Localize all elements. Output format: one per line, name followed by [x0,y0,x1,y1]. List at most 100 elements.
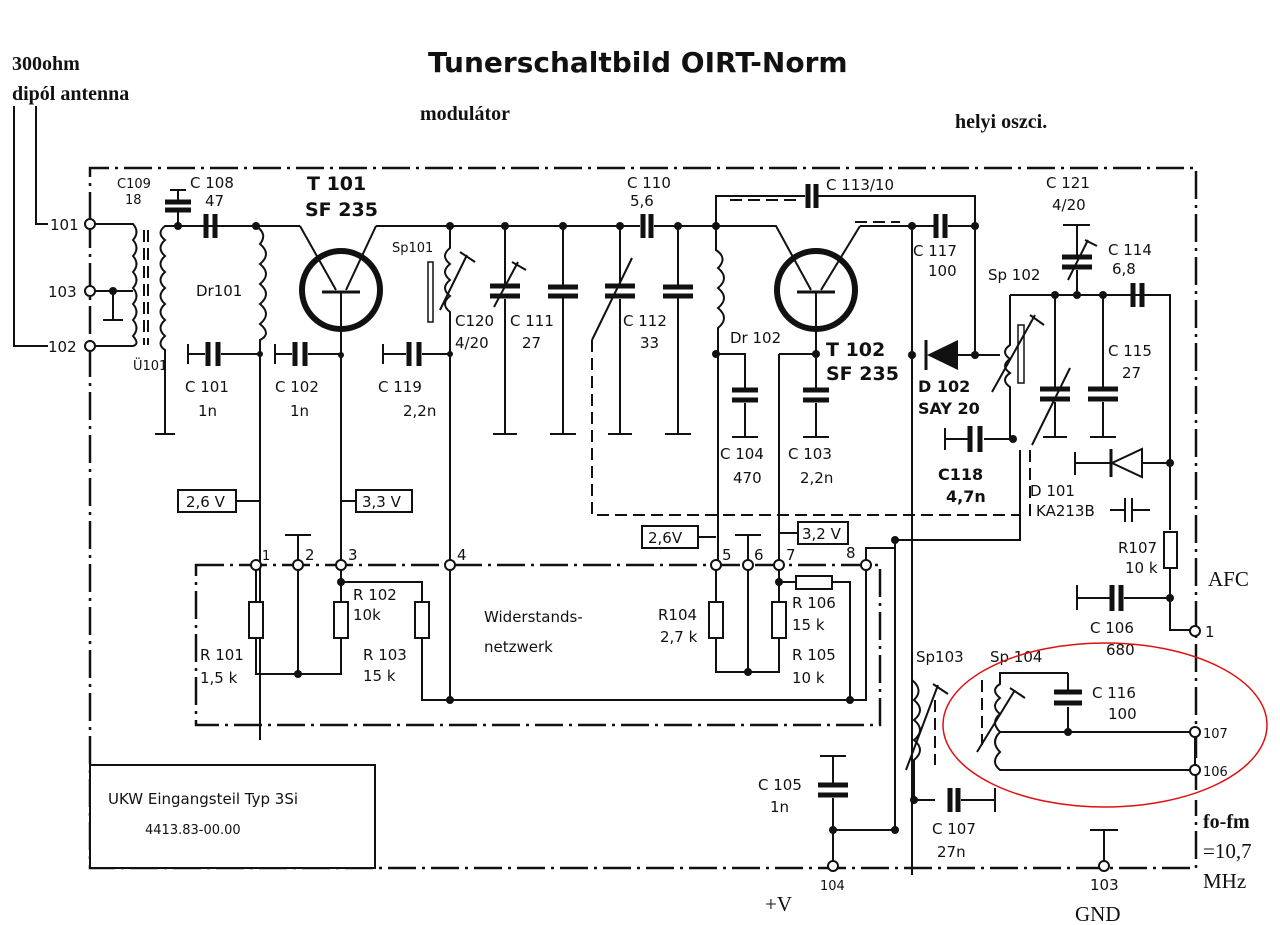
capacitor-c120: C120 4/20 [455,222,527,435]
svg-text:106: 106 [1203,765,1228,780]
svg-text:100: 100 [1108,705,1137,723]
resistor-network-pins: 1 2 3 4 5 6 7 8 [250,544,872,571]
antenna-lead-102 [13,106,48,347]
svg-text:C 112: C 112 [623,312,667,330]
capacitor-c109: C109 18 [117,177,191,226]
afc-terminal: 1 [1189,623,1215,641]
local-osc-annotation: helyi oszci. [955,111,1047,133]
svg-text:10k: 10k [353,606,381,624]
capacitor-c108: C 108 47 [190,174,234,238]
svg-text:D 102: D 102 [918,377,970,396]
capacitor-osc-tuning [1031,295,1071,446]
if-annotation-line1: fo-fm [1203,811,1250,833]
ground-annotation: GND [1075,902,1121,925]
diode-d102: D 102 SAY 20 [908,340,1000,418]
svg-text:Sp 102: Sp 102 [988,266,1040,284]
svg-text:R107: R107 [1118,539,1157,557]
inductor-sp103: Sp103 [905,648,964,804]
svg-text:SF 235: SF 235 [305,199,378,221]
svg-text:C 106: C 106 [1090,619,1134,637]
voltage-tag-2v6-left: 2,6 V [177,489,260,513]
pin8-route [865,450,1021,560]
transistor-t102: T 102 SF 235 [716,221,936,385]
svg-text:Widerstands-: Widerstands- [484,608,583,626]
svg-text:1n: 1n [770,798,789,816]
svg-text:100: 100 [928,262,957,280]
resistor-r102: R 102 10k [333,570,867,704]
svg-text:6: 6 [754,546,764,564]
modulator-annotation: modulátor [420,103,510,125]
capacitor-c106: C 106 680 [1076,585,1170,659]
svg-text:5: 5 [722,546,732,564]
svg-text:C 119: C 119 [378,378,422,396]
svg-text:3,3 V: 3,3 V [362,493,402,511]
svg-text:10 k: 10 k [792,669,825,687]
capacitor-c105: C 105 1n [758,755,899,868]
svg-text:C 121: C 121 [1046,174,1090,192]
supply-annotation: +V [765,892,792,916]
svg-text:27n: 27n [937,843,966,861]
capacitor-c112: C 112 33 [591,222,667,435]
capacitor-c102: C 102 1n [274,342,344,560]
svg-text:C 116: C 116 [1092,684,1136,702]
svg-text:3: 3 [348,546,358,564]
capacitor-c121: C 121 4/20 [1046,174,1107,299]
svg-text:33: 33 [640,334,659,352]
svg-text:Dr 102: Dr 102 [730,329,781,347]
antenna-annotation-line2: dipól antenna [12,83,129,105]
svg-text:47: 47 [205,192,224,210]
svg-text:Dr101: Dr101 [196,282,242,300]
afc-annotation: AFC [1208,567,1249,591]
svg-text:netzwerk: netzwerk [484,638,553,656]
svg-text:KA213B: KA213B [1036,502,1095,520]
svg-text:C 114: C 114 [1108,241,1152,259]
voltage-tag-2v6-right: 2,6V [641,525,716,549]
diagram-title: Tunerschaltbild OIRT-Norm [428,46,848,79]
if-output-terminals: 107 106 [1189,726,1228,780]
resistor-network-border [194,563,882,727]
svg-text:1,5 k: 1,5 k [200,669,238,687]
title-block-line2: 4413.83-00.00 [145,823,241,838]
svg-text:C120: C120 [455,312,494,330]
capacitor-c101: C 101 1n [185,342,263,420]
svg-text:18: 18 [125,193,142,208]
svg-text:C 107: C 107 [932,820,976,838]
inductor-dr102: Dr 102 [712,222,781,565]
antenna-annotation-line1: 300ohm [12,53,80,75]
svg-text:R 105: R 105 [792,646,836,664]
svg-text:Sp101: Sp101 [392,241,433,256]
svg-text:C 108: C 108 [190,174,234,192]
svg-text:T 102: T 102 [826,339,885,361]
svg-text:3,2 V: 3,2 V [802,525,842,543]
resistor-r107: R107 10 k [1118,531,1190,631]
svg-text:C109: C109 [117,177,151,192]
capacitor-c119: C 119 2,2n [378,342,453,420]
resistor-r103: R 103 15 k [363,646,407,685]
resistor-r106: R 106 15 k [779,575,854,704]
svg-text:104: 104 [820,879,845,894]
capacitor-c114: C 114 6,8 [1108,241,1171,530]
module-border [88,166,1198,790]
svg-text:T 101: T 101 [307,173,366,195]
inductor-dr101: Dr101 [196,222,267,740]
module-border-bottom [88,220,1198,870]
svg-text:C118: C118 [938,465,983,484]
svg-text:101: 101 [50,216,79,234]
network-ground-stubs [285,534,761,560]
svg-text:15 k: 15 k [363,667,396,685]
svg-text:2,7 k: 2,7 k [660,628,698,646]
svg-text:C 101: C 101 [185,378,229,396]
svg-text:C 103: C 103 [788,445,832,463]
network-label: Widerstands- netzwerk [484,608,583,656]
capacitor-c107: C 107 27n [932,788,996,861]
svg-text:R 101: R 101 [200,646,244,664]
svg-text:C 111: C 111 [510,312,554,330]
svg-text:102: 102 [48,338,77,356]
svg-text:R 102: R 102 [353,586,397,604]
svg-text:C 102: C 102 [275,378,319,396]
svg-text:4: 4 [457,546,467,564]
svg-text:107: 107 [1203,727,1228,742]
svg-text:15 k: 15 k [792,616,825,634]
svg-text:C 115: C 115 [1108,342,1152,360]
